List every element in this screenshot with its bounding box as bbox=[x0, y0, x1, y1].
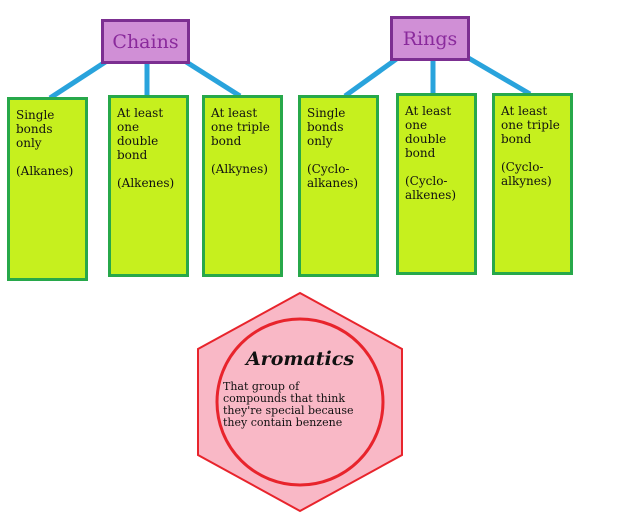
aromatics-title: Aromatics bbox=[245, 348, 355, 370]
rings-box: Rings bbox=[390, 16, 470, 61]
chains-label: Chains bbox=[112, 30, 179, 53]
rings-label: Rings bbox=[402, 27, 458, 50]
leaf-text-line: only bbox=[16, 136, 42, 150]
leaf-text-line: only bbox=[307, 134, 333, 148]
chains-box: Chains bbox=[101, 19, 190, 64]
line-gap bbox=[16, 150, 81, 164]
leaf-text-line: one bbox=[405, 118, 428, 132]
hexagon-inner-circle bbox=[215, 317, 385, 487]
leaf-text-line: At least bbox=[117, 106, 164, 120]
leaf-text-line: bond bbox=[211, 134, 242, 148]
line-gap bbox=[307, 148, 372, 162]
connector-chains-alkynes bbox=[178, 55, 242, 99]
line-gap bbox=[405, 160, 470, 174]
leaf-text-line: alkenes) bbox=[405, 188, 457, 202]
leaf-text-line: (Alkenes) bbox=[117, 176, 175, 190]
leaf-text-line: bond bbox=[501, 132, 532, 146]
connector-rings-cycloalkynes bbox=[463, 53, 532, 97]
aromatics-description-line: compounds that think bbox=[223, 392, 345, 405]
line-gap bbox=[211, 148, 276, 162]
leaf-text-line: (Cyclo- bbox=[501, 160, 544, 174]
leaf-text-line: alkanes) bbox=[307, 176, 359, 190]
aromatics-description-line: That group of bbox=[223, 380, 300, 393]
leaf-text-line: bond bbox=[405, 146, 436, 160]
connector-rings-cycloalkanes bbox=[343, 52, 404, 99]
aromatics-description-line: they're special because bbox=[223, 404, 354, 417]
line-gap bbox=[501, 146, 566, 160]
leaf-text-line: one triple bbox=[211, 120, 270, 134]
leaf-text-line: bonds bbox=[307, 120, 344, 134]
leaf-text-line: (Alkanes) bbox=[16, 164, 74, 178]
aromatics-description-line: they contain benzene bbox=[223, 416, 343, 429]
leaf-text-line: At least bbox=[501, 104, 548, 118]
leaf-text-line: At least bbox=[405, 104, 452, 118]
leaf-text-line: (Cyclo- bbox=[405, 174, 448, 188]
leaf-text-line: Single bbox=[307, 106, 346, 120]
leaf-text-line: one bbox=[117, 120, 140, 134]
leaf-text-line: (Alkynes) bbox=[211, 162, 268, 176]
leaf-text-line: double bbox=[117, 134, 159, 148]
leaf-text-line: alkynes) bbox=[501, 174, 552, 188]
leaf-text-line: bonds bbox=[16, 122, 53, 136]
line-gap bbox=[117, 162, 182, 176]
leaf-text-line: (Cyclo- bbox=[307, 162, 350, 176]
leaf-text-line: At least bbox=[211, 106, 258, 120]
leaf-text-line: one triple bbox=[501, 118, 560, 132]
leaf-text-line: bond bbox=[117, 148, 148, 162]
leaf-text-line: double bbox=[405, 132, 447, 146]
leaf-text-line: Single bbox=[16, 108, 55, 122]
